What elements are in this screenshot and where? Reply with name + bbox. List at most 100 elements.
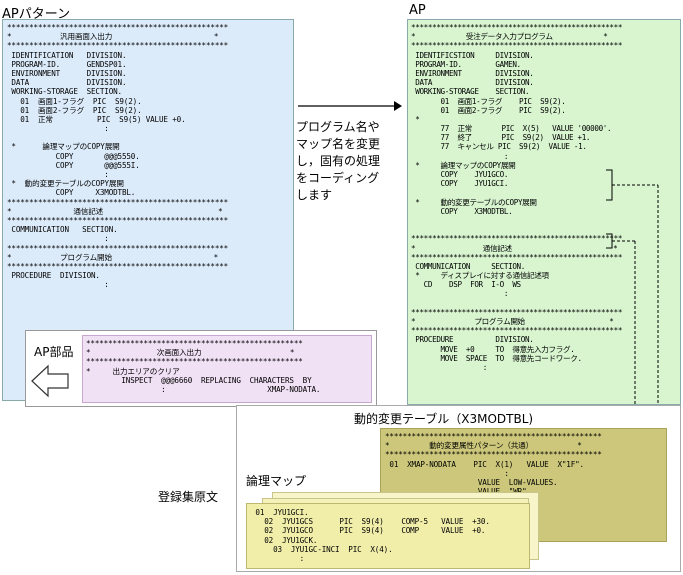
code-line: ****************************************…	[7, 215, 229, 225]
code-line: VALUE LOW-VALUES.	[385, 477, 558, 487]
ap-code: ****************************************…	[411, 23, 622, 372]
code-line: DATA DIVISION.	[7, 78, 127, 88]
code-line: * 汎用画面入出力 *	[7, 32, 219, 42]
dyn-table-code: ****************************************…	[385, 432, 602, 515]
code-line: 01 画面2-フラグ PIC S9(2).	[411, 105, 566, 115]
code-line: 01 JYU1GCI.	[251, 508, 309, 517]
ap-parts-code: ****************************************…	[86, 339, 320, 394]
code-line: 77 終了 PIC S9(2) VALUE +1.	[411, 133, 591, 143]
code-line: ****************************************…	[86, 357, 303, 367]
code-line: ****************************************…	[411, 23, 623, 32]
code-line: 02 JYU1GCO PIC S9(4) COMP VALUE +0.	[251, 526, 486, 536]
connector-lines	[606, 169, 659, 408]
code-line: ENVIRONMENT DIVISION.	[7, 68, 127, 78]
code-line: PROGRAM-ID. GENDSP01.	[7, 59, 127, 69]
code-line: :	[7, 170, 109, 179]
code-line: PROCEDURE DIVISION.	[411, 335, 534, 345]
code-line: DATA DIVISION.	[411, 78, 534, 88]
code-line: MOVE SPACE TO 得意先コードワーク.	[411, 353, 583, 363]
code-line: ****************************************…	[7, 23, 229, 32]
code-line: CD DSP FOR I-O WS	[411, 280, 521, 290]
library-label: 登録集原文	[158, 490, 219, 504]
code-line: :	[251, 553, 305, 563]
code-line: :	[7, 280, 109, 290]
code-line: ****************************************…	[411, 252, 623, 262]
code-line: COPY @@@555I.	[7, 160, 140, 170]
code-line: * 通信記述 *	[411, 243, 618, 253]
code-line: * 論理マップのCOPY展開	[411, 160, 516, 170]
code-line: :	[411, 362, 488, 372]
code-line: 02 JYU1GCK.	[251, 535, 318, 545]
right-arrow-icon	[298, 101, 402, 111]
ap-parts-panel: AP部品 ***********************************…	[25, 330, 377, 407]
code-line: ****************************************…	[7, 261, 229, 271]
code-line: ****************************************…	[385, 432, 602, 441]
code-line: * 動的変更テーブルのCOPY展開	[7, 179, 124, 189]
code-line: :	[7, 124, 109, 134]
code-line: ENVIRONMENT DIVISION.	[411, 68, 534, 78]
code-line: ****************************************…	[411, 234, 623, 244]
code-line: : XMAP-NODATA.	[86, 384, 321, 394]
code-line: * 次画面入出力 *	[86, 348, 295, 358]
ap-parts-code-box: ****************************************…	[82, 335, 372, 403]
code-line: INSPECT @@@6660 REPLACING CHARACTERS BY	[86, 375, 312, 385]
dyn-table-title: 動的変更テーブル（X3MODTBL)	[354, 412, 534, 426]
code-line: 01 XMAP-NODATA PIC X(1) VALUE X"1F".	[385, 459, 584, 469]
explanation-line: をコーディング	[296, 171, 380, 185]
code-line: ****************************************…	[86, 339, 303, 348]
code-line: :	[411, 151, 509, 161]
code-line: VALUE "WR".	[385, 487, 602, 496]
code-line: COPY JYU1GCO.	[411, 170, 509, 179]
explanation-line: マップ名を変更	[296, 137, 381, 151]
code-line: PROCEDURE DIVISION.	[7, 271, 100, 281]
ap-pattern-code: ****************************************…	[7, 23, 228, 289]
ap-panel: ****************************************…	[407, 19, 681, 405]
code-line: IDENTIFICSTION DIVISION.	[411, 50, 534, 60]
code-line: * 出力エリアのクリア	[86, 366, 180, 376]
ap-pattern-title: APパターン	[2, 7, 71, 22]
code-line: * プログラム開始 *	[7, 252, 219, 262]
code-line: ****************************************…	[7, 197, 229, 207]
code-line: COPY JYU1GCI.	[411, 179, 509, 189]
logical-map-panel: 01 JYU1GCI. 02 JYU1GCS PIC S9(4) COMP-5 …	[246, 503, 530, 569]
explanation-line: し，固有の処理	[296, 154, 381, 168]
code-line: * 論理マップのCOPY展開	[7, 142, 120, 152]
code-line: 77 キャンセル PIC S9(2) VALUE -1.	[411, 142, 587, 152]
code-line: ****************************************…	[411, 41, 623, 51]
ap-title: AP	[409, 3, 426, 18]
code-line: ****************************************…	[385, 450, 602, 460]
code-line: WORKING-STORAGE SECTION.	[411, 87, 530, 97]
code-line: *	[411, 114, 420, 124]
code-line: ****************************************…	[411, 307, 623, 317]
left-arrow-icon	[31, 364, 69, 398]
logical-map-code: 01 JYU1GCI. 02 JYU1GCS PIC S9(4) COMP-5 …	[251, 508, 489, 563]
code-line: COMMUNICATION SECTION.	[7, 225, 118, 235]
code-line: WORKING-STORAGE SECTION.	[7, 87, 122, 97]
code-line: ****************************************…	[7, 41, 229, 51]
code-line: ****************************************…	[7, 243, 229, 253]
code-line: COPY X3MODTBL.	[7, 188, 136, 198]
code-line: 03 JYU1GC-INCI PIC X(4).	[251, 544, 393, 554]
explanation-line: プログラム名や	[296, 120, 380, 134]
code-line: * ディスプレイに対する通信記述項	[411, 271, 549, 281]
code-line: 01 画面1-フラグ PIC S9(2).	[7, 96, 142, 106]
code-line: 77 正常 PIC X(5) VALUE '00000'.	[411, 124, 612, 134]
code-line: * 動的変更属性パターン（共通） *	[385, 441, 582, 451]
explanation-line: します	[296, 188, 333, 202]
code-line: COPY @@@5550.	[7, 151, 140, 161]
code-line: * 通信記述 *	[7, 206, 223, 216]
code-line: :	[411, 289, 509, 299]
code-line: COPY X3MODTBL.	[411, 206, 513, 216]
code-line: MOVE +0 TO 得意先入力フラグ.	[411, 344, 575, 354]
code-line: * 動的変更テーブルのCOPY展開	[411, 197, 537, 207]
ap-parts-label: AP部品	[34, 345, 74, 359]
code-line: * 受注データ入力プログラム *	[411, 32, 608, 42]
code-line: 01 画面2-フラグ PIC S9(2).	[7, 105, 142, 115]
code-line: ****************************************…	[411, 326, 623, 336]
code-line: 01 画面1-フラグ PIC S9(2).	[411, 96, 566, 106]
code-line: * プログラム開始 *	[411, 317, 614, 326]
code-line: :	[7, 234, 109, 244]
explanation-text: プログラム名やマップ名を変更し，固有の処理をコーディングします	[296, 119, 380, 204]
code-line: IDENTIFICATION DIVISION.	[7, 50, 127, 60]
code-line: 01 正常 PIC S9(5) VALUE +0.	[7, 114, 186, 124]
